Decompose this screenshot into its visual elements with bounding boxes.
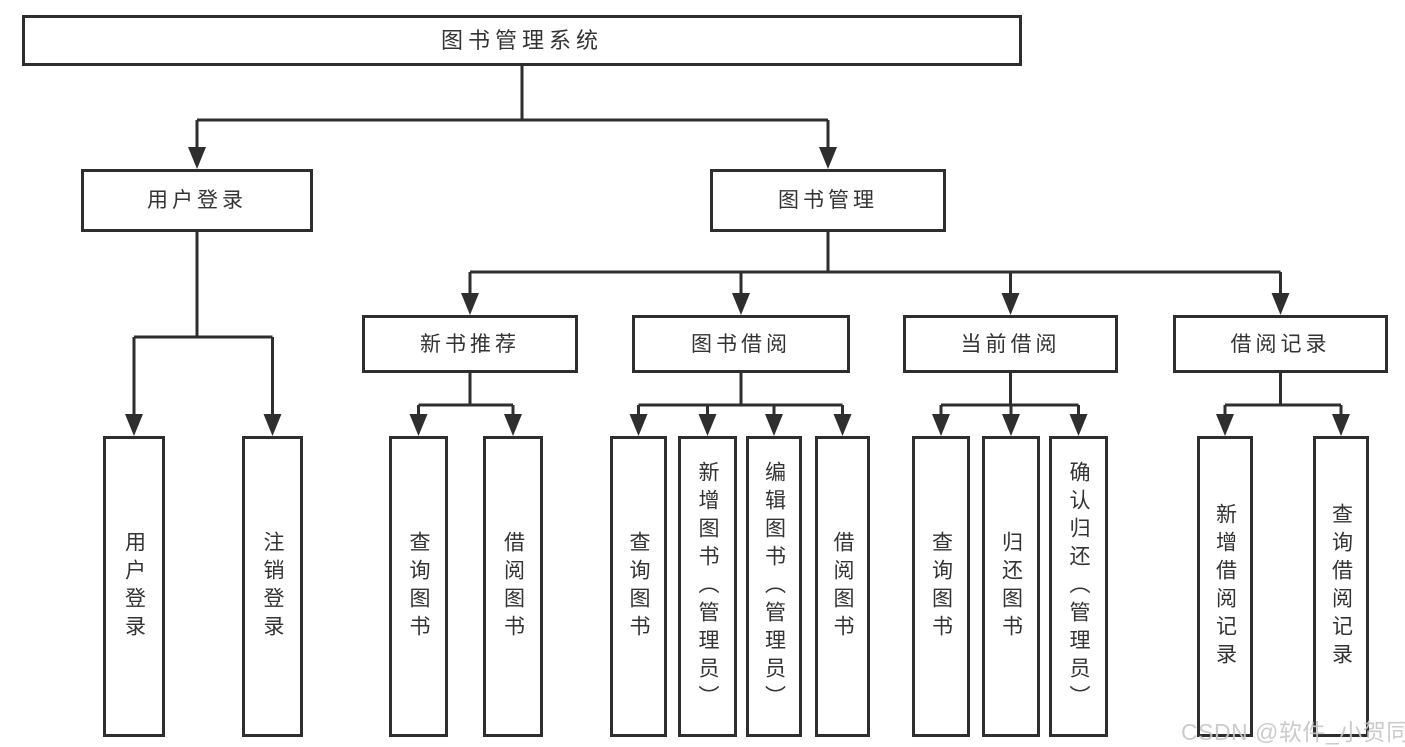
arrow-icon [1216,414,1234,436]
arrow-icon [732,293,750,315]
leaf-query-books-current: 查询图书 [912,436,970,737]
arrow-icon [1332,414,1350,436]
arrow-icon [629,414,648,436]
node-label: 借阅图书 [501,530,525,643]
arrow-icon [819,147,837,169]
node-label: 新增借阅记录 [1213,502,1237,671]
node-label: 新书推荐 [420,332,520,356]
node-label: 图书管理系统 [440,27,603,53]
leaf-add-borrow-record: 新增借阅记录 [1197,436,1253,737]
node-book-management: 图书管理 [710,169,946,232]
arrow-icon [409,414,428,436]
arrow-icon [833,414,852,436]
node-label: 图书管理 [778,189,878,212]
node-label: 借阅图书 [831,530,854,643]
node-label: 编辑图书（管理员） [762,460,786,713]
arrowheads [125,147,1350,436]
node-label: 确认归还（管理员） [1067,460,1090,713]
leaf-query-books-recommend: 查询图书 [389,436,448,737]
node-label: 查询图书 [929,530,953,643]
node-label: 查询图书 [407,530,430,643]
leaf-borrow-books-recommend: 借阅图书 [483,436,543,737]
leaf-add-book-admin: 新增图书（管理员） [678,436,737,737]
leaf-logout: 注销登录 [242,436,303,737]
arrow-icon [1271,293,1290,315]
leaf-return-book: 归还图书 [982,436,1040,737]
node-label: 注销登录 [261,530,284,643]
arrow-icon [698,414,717,436]
node-user-login: 用户登录 [81,169,313,232]
arrow-icon [263,414,282,436]
leaf-query-borrow-record: 查询借阅记录 [1313,436,1369,737]
node-label: 查询借阅记录 [1329,502,1353,671]
leaf-confirm-return-admin: 确认归还（管理员） [1049,436,1108,737]
node-label: 归还图书 [999,530,1023,643]
arrow-icon [125,414,143,436]
leaf-edit-book-admin: 编辑图书（管理员） [746,436,802,737]
arrow-icon [461,293,479,315]
arrow-icon [1002,414,1020,436]
arrow-icon [188,147,206,169]
node-borrow-records: 借阅记录 [1173,315,1388,373]
leaf-borrow-books: 借阅图书 [815,436,870,737]
arrow-icon [932,414,950,436]
node-label: 查询图书 [627,530,650,643]
node-current-borrowing: 当前借阅 [903,315,1118,373]
node-book-borrowing: 图书借阅 [632,315,850,373]
tree-edges [132,66,1343,418]
arrow-icon [504,414,522,436]
node-label: 新增图书（管理员） [696,460,719,713]
node-new-book-recommend: 新书推荐 [362,315,578,373]
node-root-system: 图书管理系统 [22,15,1022,66]
arrow-icon [765,414,783,436]
node-label: 当前借阅 [960,332,1061,356]
arrow-icon [1069,414,1088,436]
node-label: 用户登录 [147,189,247,212]
node-label: 借阅记录 [1230,332,1331,356]
leaf-query-books-borrow: 查询图书 [610,436,667,737]
node-label: 图书借阅 [691,332,791,356]
leaf-user-login: 用户登录 [103,436,165,737]
arrow-icon [1001,293,1020,315]
node-label: 用户登录 [122,530,146,643]
csdn-watermark: CSDN @软件_小贺同学 [1181,719,1405,745]
